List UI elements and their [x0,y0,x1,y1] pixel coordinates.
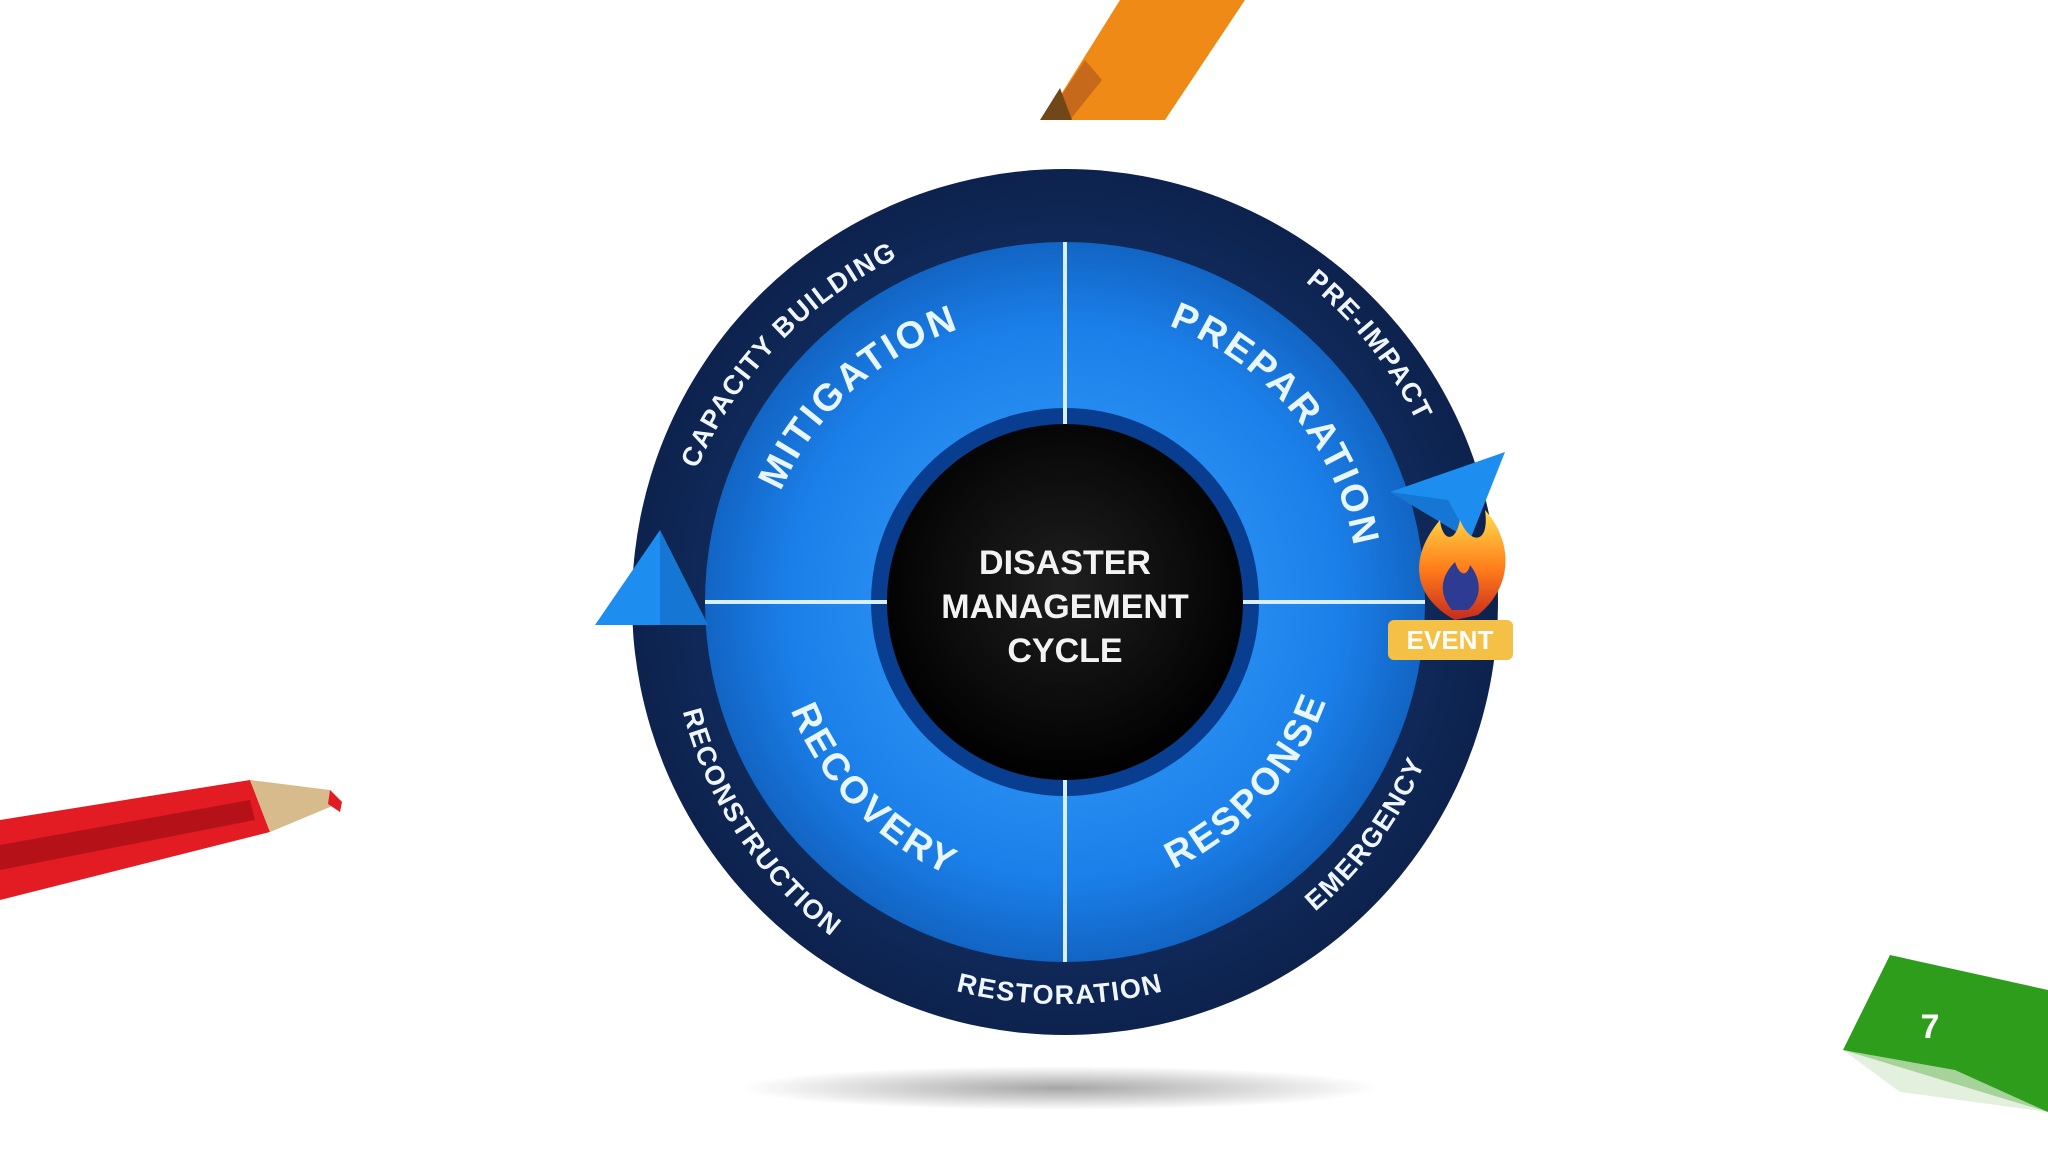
triangle-down-icon [1390,452,1505,540]
center-line-1: DISASTER [979,544,1151,582]
disaster-cycle-diagram: DISASTER MANAGEMENT CYCLE MITIGATION PRE… [595,169,1513,1035]
event-label: EVENT [1407,625,1494,655]
triangle-up-icon [595,530,708,625]
center-circle [887,424,1243,780]
page-number: 7 [1920,1008,1940,1046]
center-line-3: CYCLE [1007,632,1122,670]
center-line-2: MANAGEMENT [941,588,1189,626]
diagram-shadow [740,1066,1380,1110]
top-pencil-icon [1040,0,1245,120]
page-badge [1843,955,2048,1112]
event-badge: EVENT [1388,620,1513,660]
left-pencil-icon [0,780,342,900]
fire-icon [1419,510,1506,620]
